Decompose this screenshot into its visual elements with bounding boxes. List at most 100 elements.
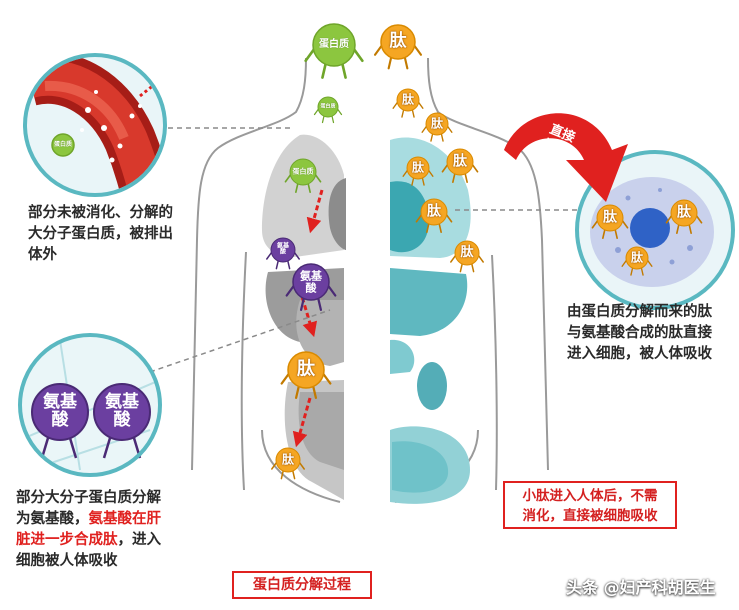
caption-line: 进入细胞，被人体吸收	[567, 346, 712, 362]
badge-limb	[326, 284, 337, 297]
badge-limb	[299, 297, 305, 312]
badge-limb	[373, 44, 383, 56]
caption-cell-absorb: 由蛋白质分解而来的肽 与氨基酸合成的肽直接 进入细胞，被人体吸收	[567, 302, 733, 365]
badge-limbs	[271, 461, 305, 480]
amino-acid-badges	[266, 237, 337, 312]
caption-amino-path: 部分大分子蛋白质分解 为氨基酸，氨基酸在肝 脏进一步合成肽，进入 细胞被人体吸收	[16, 488, 194, 572]
badge-limbs	[313, 108, 343, 124]
badge-limbs	[441, 163, 479, 183]
badge-limb	[688, 223, 692, 234]
badge-limb	[614, 228, 618, 239]
badge-limb	[266, 251, 273, 260]
badge-limb	[464, 172, 468, 183]
badge-limb	[415, 213, 423, 223]
amino-acid-label: 氨基酸	[105, 392, 139, 430]
badge-limb	[445, 213, 453, 223]
badge-limb	[392, 101, 399, 109]
badge-limbs	[392, 101, 424, 118]
badge-limbs	[304, 47, 364, 79]
badge-limb	[387, 56, 393, 70]
caption-line: 体外	[28, 247, 57, 263]
note-line: 消化，直接被细胞吸收	[522, 508, 658, 524]
amino-acid-label: 氨基酸	[277, 242, 290, 256]
flow-arrows	[292, 189, 324, 448]
badge-limb	[292, 470, 296, 480]
badge-limb	[430, 133, 434, 142]
peptide-label: 肽	[677, 204, 691, 221]
body-outline	[191, 57, 549, 503]
protein-label: 蛋白质	[53, 140, 73, 148]
amino-acid-label: 氨基酸	[43, 392, 77, 430]
badge-limb	[591, 219, 599, 229]
badge-limb	[417, 101, 424, 109]
badge-limbs	[621, 259, 653, 276]
badge-limb	[413, 44, 423, 56]
peptide-label: 肽	[603, 209, 617, 226]
watermark: 头条 @妇产科胡医生	[566, 578, 716, 597]
badge-limb	[438, 222, 442, 233]
badge-limbs	[591, 219, 629, 239]
protein-label: 蛋白质	[292, 167, 314, 176]
caption-line: 细胞被人体吸收	[16, 553, 118, 569]
direct-entry-arrow	[504, 113, 628, 202]
badge-limb	[317, 297, 323, 312]
badge-limb	[477, 254, 484, 263]
badge-limb	[341, 62, 347, 79]
peptide-label: 肽	[401, 92, 415, 107]
caption-line: 脏进一步合成肽，进入	[16, 530, 194, 551]
badge-limb	[427, 169, 434, 177]
badge-limb	[271, 461, 278, 470]
badge-limb	[621, 219, 629, 229]
badge-limb	[426, 222, 430, 233]
badge-limb	[450, 254, 457, 263]
protein-label: 蛋白质	[320, 103, 336, 110]
caption-text: ，进入	[117, 532, 162, 548]
badge-limb	[640, 267, 644, 276]
badge-limb	[352, 47, 364, 63]
organs-right-teal	[390, 137, 471, 504]
badge-limb	[336, 108, 343, 116]
badge-limb	[280, 470, 284, 480]
badge-limb	[646, 259, 653, 267]
badge-limb	[471, 263, 475, 273]
peptide-badges	[271, 24, 703, 480]
badge-limb	[403, 56, 409, 70]
badge-limb	[298, 461, 305, 470]
peptide-label: 肽	[411, 160, 425, 175]
badge-limb	[294, 385, 300, 400]
badge-limb	[401, 109, 405, 118]
connector-lines	[149, 127, 578, 373]
peptide-label: 肽	[281, 452, 295, 467]
badge-limbs	[285, 284, 337, 312]
zoom-cell	[575, 150, 735, 310]
badge-limbs	[280, 372, 332, 400]
badge-limb	[314, 173, 322, 183]
caption-line: 与氨基酸合成的肽直接	[567, 325, 712, 341]
zoom-amino-acids	[18, 333, 162, 477]
badge-limb	[307, 182, 311, 193]
peptide-label: 肽	[430, 116, 444, 131]
caption-line: 由蛋白质分解而来的肽	[567, 304, 712, 320]
peptide-label: 肽	[427, 203, 441, 220]
badge-limb	[676, 223, 680, 234]
badge-limb	[293, 251, 300, 260]
badge-limb	[446, 125, 453, 133]
badge-limb	[695, 214, 703, 224]
badge-limb	[411, 109, 415, 118]
zoom-blood-vessel	[23, 53, 167, 197]
note-line: 小肽进入人体后，不需	[522, 488, 658, 504]
caption-highlight: 氨基酸在肝	[88, 511, 162, 527]
diagram-title: 蛋白质分解过程	[232, 571, 372, 599]
badge-limb	[275, 260, 279, 270]
badge-limbs	[284, 173, 322, 193]
peptide-label: 肽	[453, 153, 467, 170]
badge-limb	[441, 163, 449, 173]
badge-limb	[331, 115, 335, 124]
caption-line: 部分未被消化、分解的	[28, 205, 173, 221]
peptide-label: 肽	[460, 245, 474, 261]
peptide-label: 肽	[630, 250, 644, 265]
badge-limb	[602, 228, 606, 239]
caption-line: 为氨基酸，氨基酸在肝	[16, 509, 194, 530]
